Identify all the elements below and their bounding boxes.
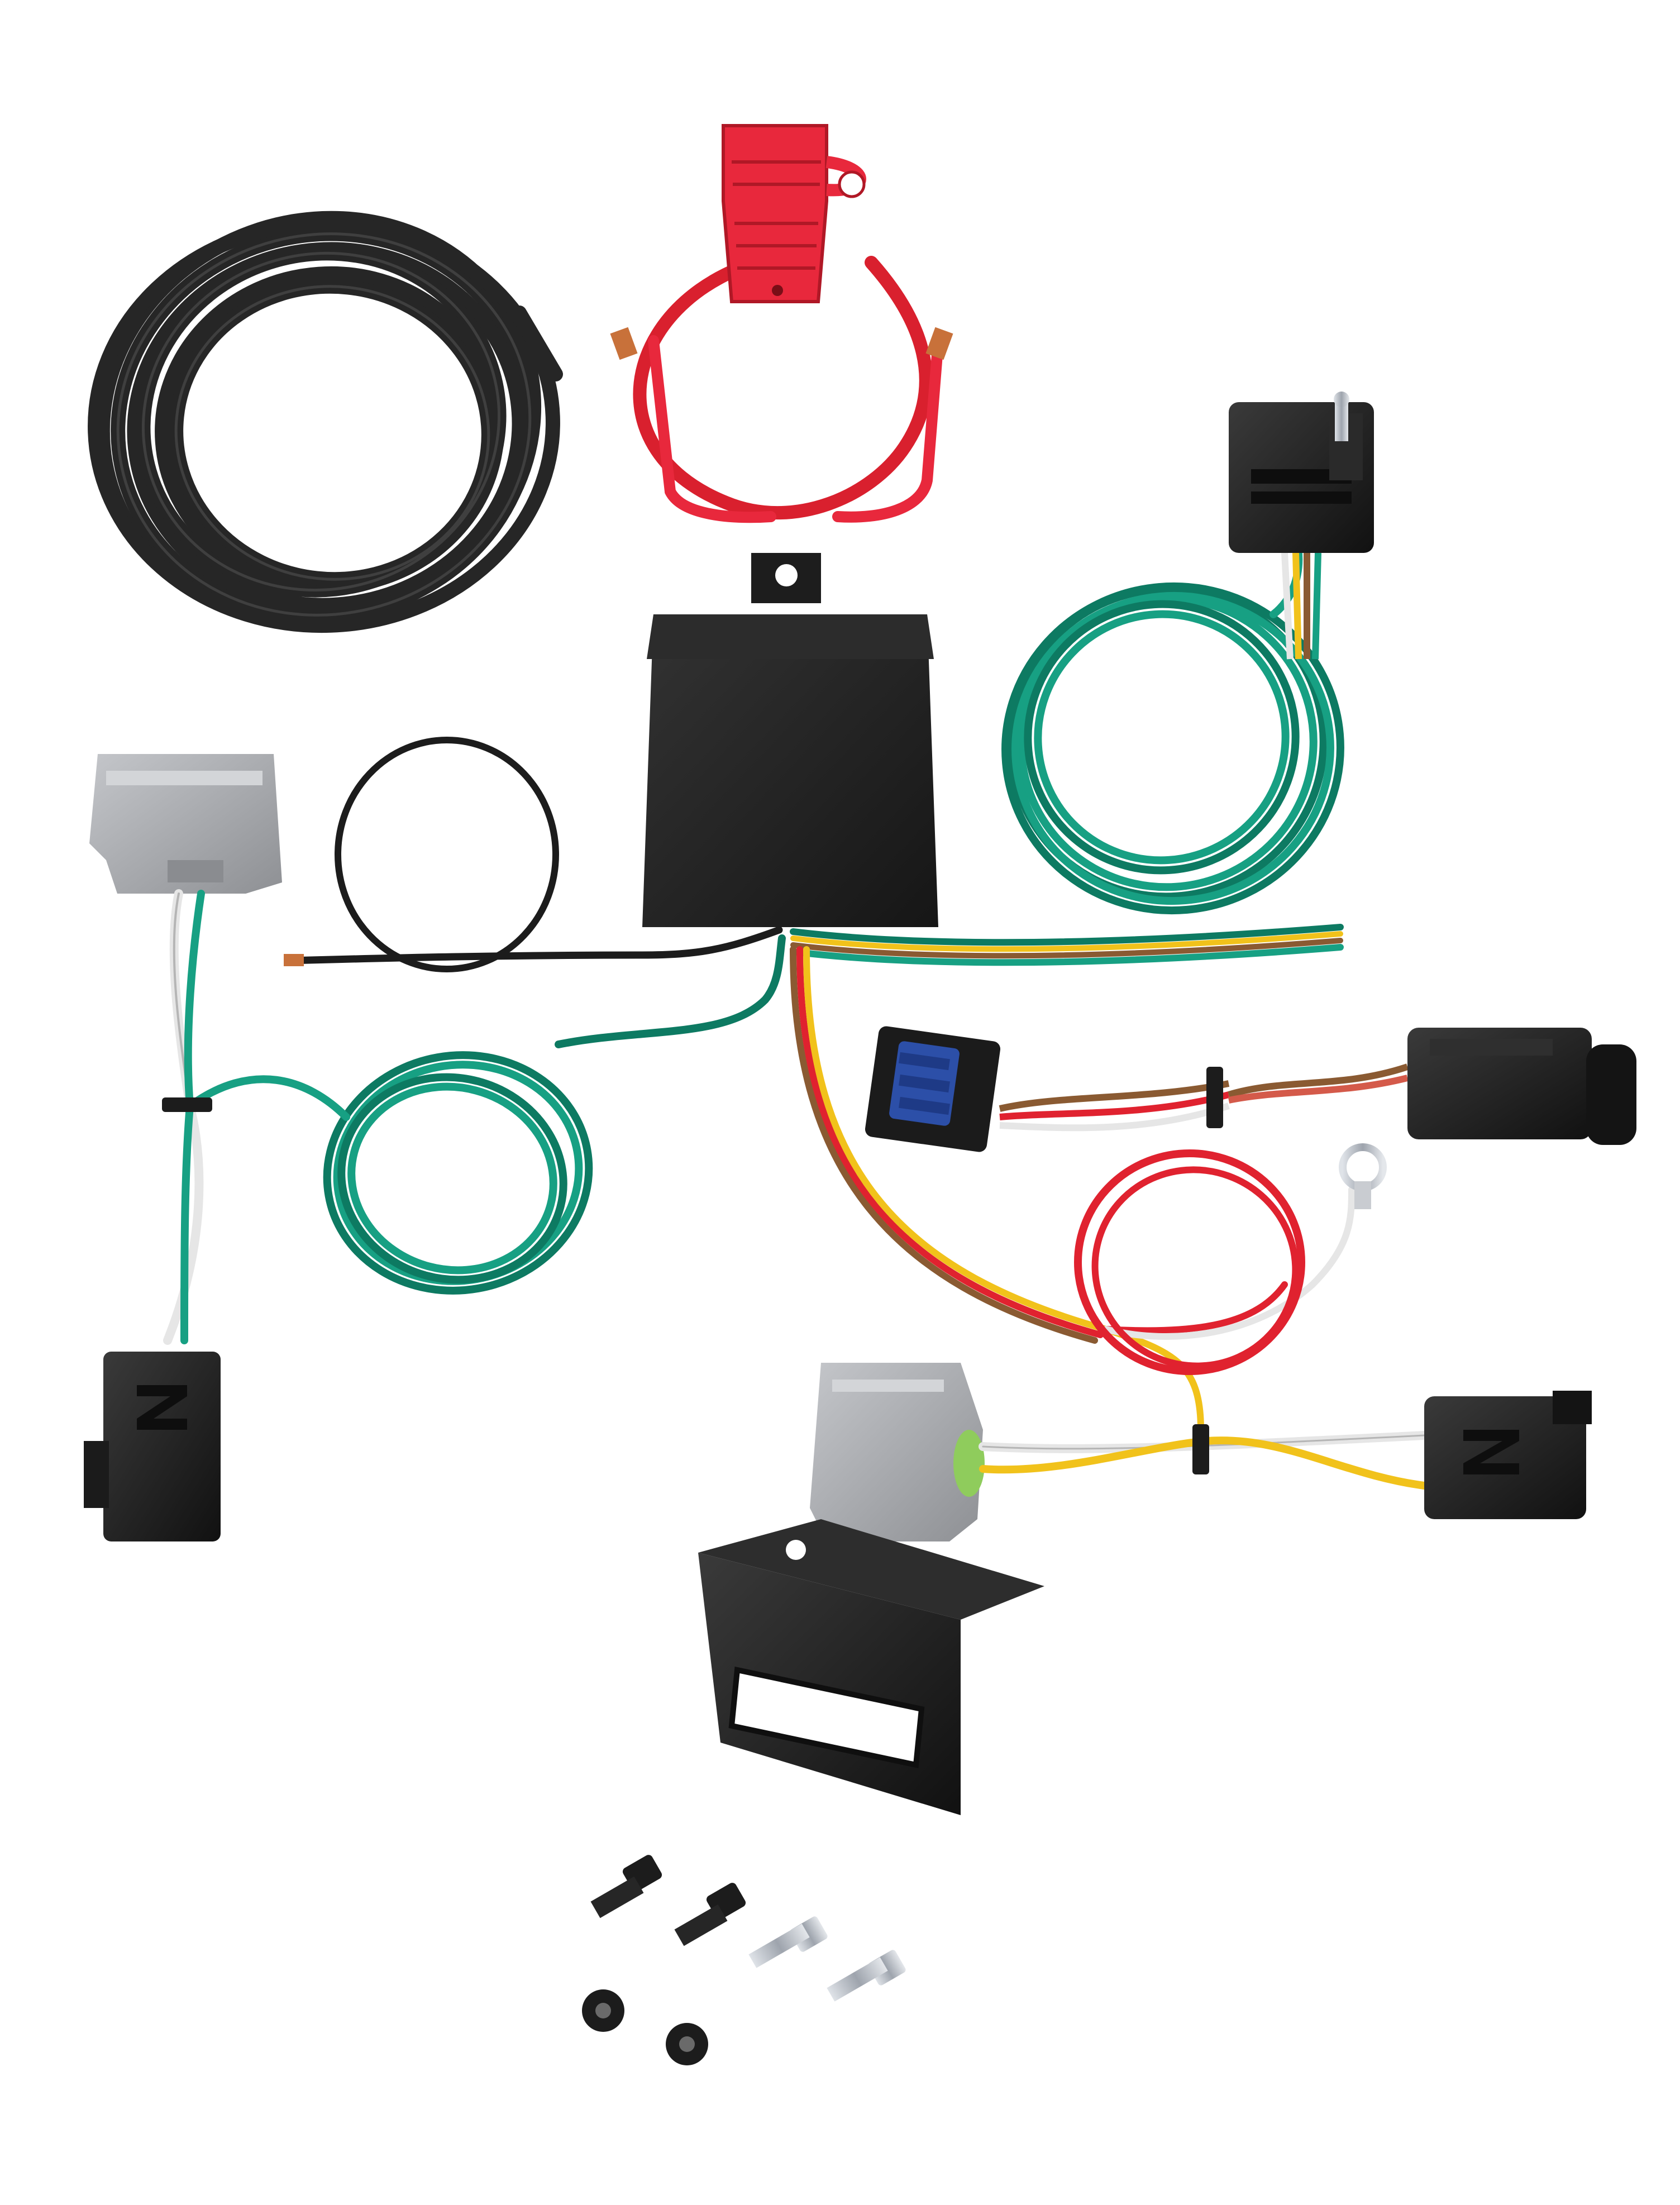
converter-module [642, 553, 938, 927]
blue-pigtail-connector [865, 1026, 1409, 1152]
pin-terminal [1335, 402, 1348, 441]
black-ground-lead [287, 926, 783, 965]
mounting-bracket [698, 1519, 1044, 1815]
fuse-cap [722, 124, 828, 303]
left-green-coil [163, 889, 786, 1345]
copper-end-left [610, 327, 638, 360]
gray-vehicle-connector-bottom [810, 1363, 985, 1541]
black-round-connector-right [1407, 1028, 1636, 1145]
red-wire-loop [1074, 1149, 1305, 1375]
cable-tie-middle [1206, 1067, 1223, 1128]
black-nut-1 [582, 1989, 624, 2032]
black-power-wire-coil [88, 211, 563, 633]
green-flat-wire-coil [1001, 532, 1344, 915]
cable-tie-left [162, 1097, 212, 1112]
four-way-flat-connector [1229, 392, 1374, 660]
gray-vehicle-connector-left [89, 754, 282, 894]
black-vehicle-connector-left [84, 1352, 221, 1541]
black-bolt-1 [590, 1855, 662, 1918]
silver-screw-1 [748, 1916, 828, 1968]
ring-terminal-ground [1339, 1143, 1387, 1209]
black-wire-ring [335, 737, 559, 972]
black-nut-2 [666, 2023, 708, 2065]
cable-end [512, 306, 563, 381]
cable-tie-bottom [1192, 1424, 1209, 1474]
four-wire-harness [790, 924, 1344, 966]
black-bolt-2 [674, 1883, 746, 1946]
fuse-cap-loop [838, 170, 866, 198]
black-vehicle-connector-bottom [1424, 1391, 1592, 1519]
copper-end-right [925, 327, 953, 360]
silver-screw-2 [827, 1950, 906, 2002]
black-lead-copper-tip [284, 954, 304, 966]
fuse-holder-with-cap [610, 124, 953, 523]
hardware-bolts-screws-nuts [582, 1855, 906, 2065]
